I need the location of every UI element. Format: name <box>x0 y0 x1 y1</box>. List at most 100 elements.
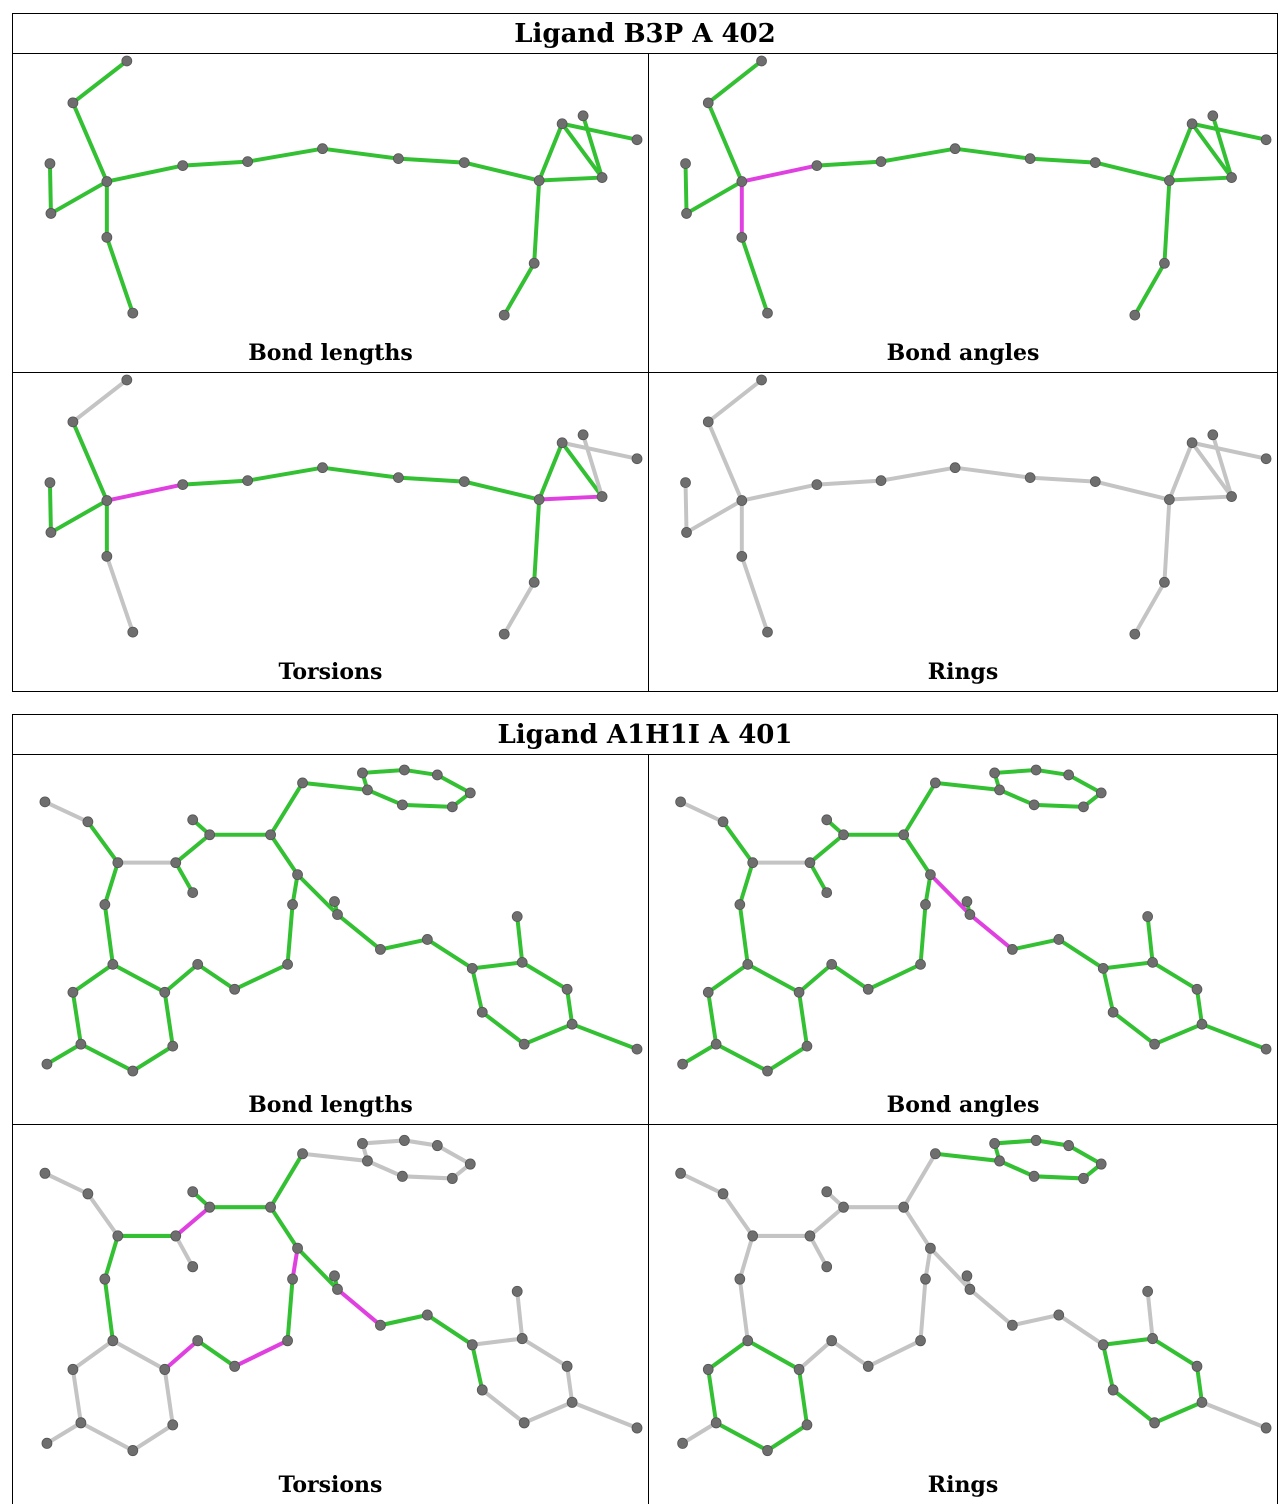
bond <box>360 1138 407 1146</box>
atom <box>961 896 973 907</box>
bond <box>1150 1336 1199 1369</box>
bond <box>520 960 570 992</box>
atom <box>518 1417 530 1429</box>
panel-caption: Bond angles <box>886 1092 1040 1118</box>
bond <box>402 1138 440 1148</box>
bond <box>933 780 1002 792</box>
panel-caption: Rings <box>927 1472 999 1498</box>
bond <box>1028 156 1098 165</box>
bond <box>195 1338 237 1369</box>
atom <box>1007 1319 1018 1331</box>
bond <box>739 163 819 184</box>
atom <box>446 801 458 813</box>
bond <box>581 432 605 499</box>
atom <box>1107 1006 1119 1018</box>
bond <box>714 1042 770 1074</box>
atom <box>1095 787 1107 799</box>
bond <box>684 498 744 535</box>
bond <box>110 962 167 995</box>
atom <box>393 153 404 165</box>
bond <box>797 990 809 1049</box>
bond <box>739 482 819 503</box>
atom <box>631 453 643 465</box>
ligand-title: Ligand B3P A 402 <box>13 14 1277 54</box>
bond <box>425 937 475 971</box>
bond <box>537 121 565 183</box>
atom <box>357 767 368 779</box>
panel-bond-angles: Bond angles <box>649 54 1277 373</box>
atom <box>875 475 887 486</box>
atom <box>734 899 746 910</box>
bond <box>435 772 473 795</box>
atom <box>511 911 523 922</box>
atom <box>949 143 961 155</box>
atom <box>431 1139 443 1152</box>
atom <box>476 1384 488 1396</box>
bond <box>300 1151 370 1163</box>
atom <box>702 986 714 998</box>
atom <box>192 1335 204 1347</box>
atom <box>159 986 171 998</box>
atom <box>282 1335 293 1347</box>
atom <box>518 1038 530 1050</box>
bond <box>1010 1312 1061 1328</box>
bond <box>173 1205 212 1238</box>
atom <box>421 1309 433 1321</box>
atom <box>329 1270 340 1282</box>
atom <box>561 1360 573 1372</box>
atom <box>838 829 849 841</box>
atom <box>577 429 589 441</box>
bond <box>1010 937 1061 952</box>
atom <box>204 1201 216 1213</box>
bond <box>807 832 846 865</box>
atom <box>1024 153 1036 165</box>
atom <box>747 857 759 869</box>
atom <box>1078 1172 1089 1184</box>
atom <box>121 374 133 386</box>
bond <box>706 1367 719 1425</box>
bond <box>42 799 90 824</box>
atom <box>533 494 545 505</box>
atom <box>187 814 199 826</box>
bond <box>1132 580 1167 637</box>
bond <box>48 498 109 535</box>
bond <box>1056 1312 1106 1347</box>
atom <box>1191 1360 1203 1372</box>
bond <box>173 860 195 895</box>
atom <box>631 134 643 146</box>
atom <box>566 1396 578 1408</box>
bond <box>162 1338 200 1372</box>
bond <box>365 787 405 807</box>
bond <box>1028 475 1098 484</box>
atom <box>994 784 1005 796</box>
bond <box>797 1367 809 1427</box>
bond <box>797 962 834 995</box>
bond <box>1101 1342 1116 1393</box>
atom <box>375 1319 386 1331</box>
bond <box>537 494 605 502</box>
bond <box>745 962 802 995</box>
bond <box>745 1338 802 1372</box>
bond <box>992 767 1039 775</box>
bond <box>737 902 750 967</box>
bond <box>162 1367 175 1427</box>
atom <box>101 495 113 506</box>
atom <box>170 1230 182 1242</box>
bond <box>102 1233 120 1282</box>
bond <box>918 902 928 967</box>
atom <box>736 495 748 506</box>
molecule-diagram <box>680 374 1272 640</box>
panel-torsions: Torsions <box>13 1125 649 1504</box>
atom <box>717 816 729 828</box>
panel-bond-lengths: Bond lengths <box>13 755 649 1125</box>
atom <box>680 158 691 169</box>
bond <box>866 962 923 992</box>
atom <box>229 983 241 995</box>
bond <box>462 479 542 502</box>
bond <box>706 962 750 995</box>
atom <box>446 1172 458 1184</box>
bond <box>70 419 109 503</box>
bond <box>706 377 764 424</box>
atom <box>736 231 748 243</box>
bond <box>797 1338 834 1372</box>
